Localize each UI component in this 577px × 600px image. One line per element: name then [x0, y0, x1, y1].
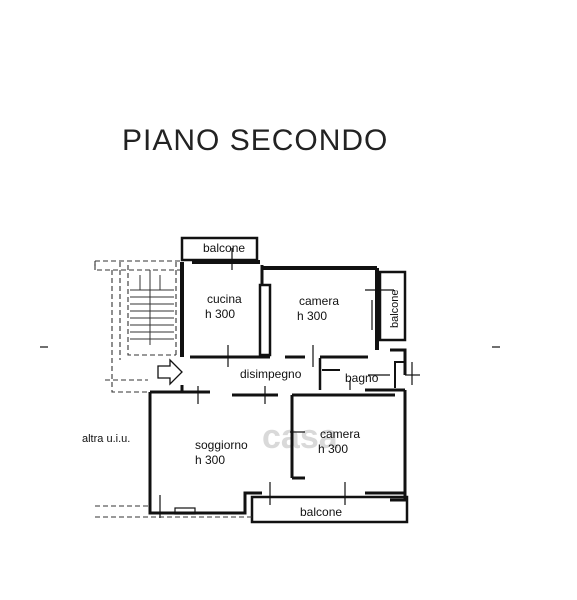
camera2-height: h 300 — [318, 442, 348, 456]
balcone-top-label: balcone — [203, 241, 245, 255]
soggiorno-height: h 300 — [195, 453, 225, 467]
stair-steps — [130, 270, 174, 345]
balcone-bottom: balcone — [250, 495, 409, 524]
balcone-right: balcone — [378, 270, 407, 342]
window-marks — [159, 248, 420, 518]
cucina-label: cucina — [207, 292, 242, 306]
balcone-top: balcone — [180, 236, 259, 262]
camera2-label: camera — [320, 427, 360, 441]
neighbor-boundary — [95, 505, 252, 518]
interior-walls — [182, 265, 405, 480]
stairwell — [94, 260, 183, 393]
bagno-label: bagno — [345, 371, 379, 385]
disimpegno-label: disimpegno — [240, 367, 302, 381]
balcone-right-label: balcone — [389, 289, 401, 328]
camera1-label: camera — [299, 294, 339, 308]
watermark: casa — [262, 418, 339, 456]
cucina-height: h 300 — [205, 307, 235, 321]
soggiorno-label: soggiorno — [195, 438, 248, 452]
neighbor-label: altra u.i.u. — [82, 433, 130, 445]
outer-walls — [148, 260, 407, 515]
plan-title: PIANO SECONDO — [122, 124, 388, 157]
entrance-arrow-icon — [157, 358, 183, 386]
camera1-height: h 300 — [297, 309, 327, 323]
balcone-bottom-label: balcone — [300, 505, 342, 519]
